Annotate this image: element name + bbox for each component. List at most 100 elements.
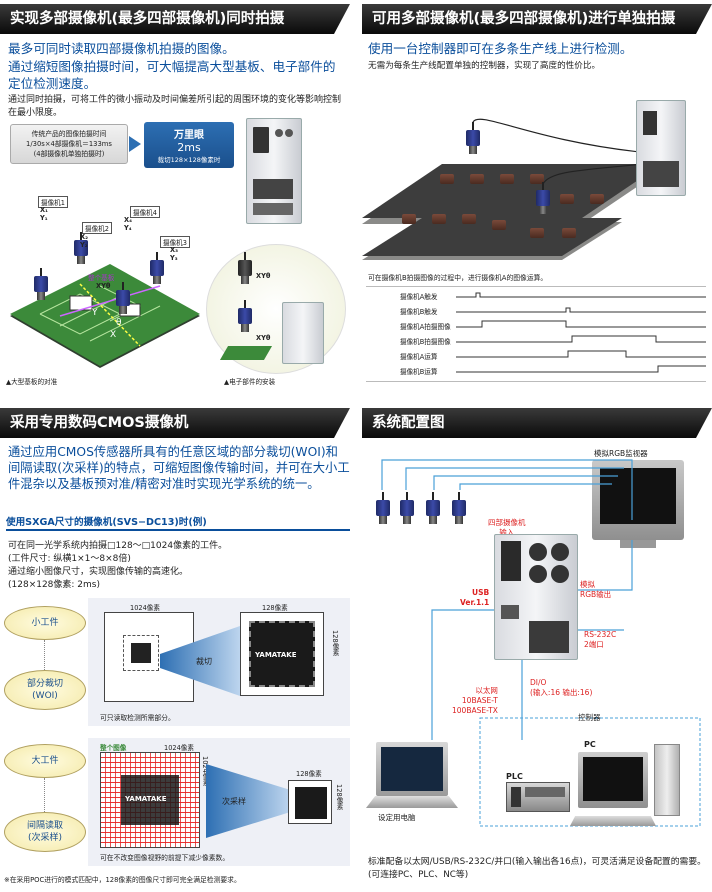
oval-crop-woi: 部分裁切 (WOI)	[4, 670, 86, 710]
line-controller-icon	[636, 100, 686, 196]
chip-text-whole: YAMATAKE	[125, 795, 167, 803]
sec3-body1: 可在同一光学系统内拍摄□128～□1024像素的工件。	[8, 541, 228, 551]
legacy-time-line3: (4部摄像机单独拍摄时)	[33, 150, 105, 158]
monitor-icon	[592, 460, 684, 540]
line-camera-a-icon	[466, 122, 480, 154]
dio-label: DI/O(输入:16 输出:16)	[530, 678, 592, 698]
mount-controller-icon	[282, 302, 324, 364]
sec1-lead2: 通过缩短图像拍摄时间，可大幅提高大型基板、电子部件的定位检测速度。	[8, 59, 336, 91]
fast-time-brand: 万里眼	[174, 130, 204, 141]
section-header-cmos: 采用专用数码CMOS摄像机	[0, 408, 350, 438]
whole-board-label: 整个基板	[88, 274, 115, 282]
oval-crop-line2: (WOI)	[32, 691, 58, 701]
crop-128-vertical: 128像素	[331, 630, 339, 656]
mount-board-icon	[219, 346, 273, 360]
controller-label: 控制器	[578, 713, 601, 722]
coord-xytheta-board: XYθ	[96, 282, 111, 290]
sec1-lead1: 最多可同时读取四部摄像机拍摄的图像。	[8, 41, 235, 56]
down-arrow-icon	[44, 778, 45, 812]
section-header-system: 系统配置图	[362, 408, 712, 438]
timing-label-b-compute: 摄像机B运算	[400, 368, 438, 376]
camera-1-icon	[34, 268, 48, 300]
system-controller-icon	[494, 534, 578, 660]
axis-y-label: Y	[92, 308, 98, 318]
sub-128-vertical: 128像素	[335, 784, 343, 810]
camera-4-icon	[116, 282, 130, 314]
coord-xytheta-bottom: XYθ	[256, 334, 271, 342]
timing-label-a-trigger: 摄像机A触发	[400, 293, 438, 301]
workpiece-icon	[590, 194, 604, 204]
sys-camera-4-icon	[452, 492, 466, 524]
sub-128-label: 128像素	[296, 770, 322, 778]
plc-label: PLC	[506, 772, 523, 781]
conveyor-illustration	[362, 164, 662, 260]
eth-line3: 100BASE-TX	[452, 706, 498, 715]
rgb-line2: RGB输出	[580, 590, 612, 599]
oval-subsample: 间隔读取(次采样)	[4, 812, 86, 852]
subsampled-chip-image	[288, 780, 332, 824]
workpiece-icon	[560, 194, 574, 204]
legacy-time-line1: 传统产品的图像拍摄时间	[31, 130, 107, 138]
usb-line2: Ver.1.1	[460, 598, 490, 607]
eth-line1: 以太网	[475, 686, 498, 695]
timing-label-a-compute: 摄像机A运算	[400, 353, 438, 361]
camera-cables	[472, 118, 643, 185]
section-header-individual: 可用多部摄像机(最多四部摄像机)进行单独拍摄	[362, 4, 712, 34]
camera-2-icon	[74, 232, 88, 264]
cam-label-2: 摄像机2	[82, 222, 112, 234]
rgb-line1: 模拟	[580, 580, 595, 589]
workpiece-icon	[530, 174, 544, 184]
mount-camera-top-icon	[238, 252, 252, 284]
workpiece-icon	[432, 214, 446, 224]
sec3-subhead: 使用SXGA尺寸的摄像机(SVS−DC13)时(例)	[6, 514, 350, 531]
coord-x3: X₃	[170, 246, 178, 254]
sec3-body3: 通过缩小图像尺寸，实现图像传输的高速化。	[8, 567, 189, 577]
sec3-body4: (128×128像素: 2ms)	[8, 580, 100, 590]
sub-1024-vertical: 1024像素	[201, 756, 209, 786]
subsample-label: 次采样	[222, 797, 246, 806]
sys-camera-1-icon	[376, 492, 390, 524]
sec4-caption: 标准配备以太网/USB/RS-232C/并口(输入输出各16点)，可灵活满足设备…	[368, 857, 706, 880]
whole-image-label: 整个图像	[100, 744, 127, 752]
setup-pc-label: 设定用电脑	[378, 813, 416, 822]
oval-sub-line1: 间隔读取	[26, 821, 63, 831]
coord-x1: X₁	[40, 206, 48, 214]
workpiece-icon	[462, 214, 476, 224]
caption-component: ▲电子部件的安装	[224, 378, 276, 386]
monitor-stand	[620, 540, 656, 548]
full-frame-subsample: YAMATAKE	[100, 752, 200, 848]
sec2-lead: 使用一台控制器即可在多条生产线上进行检测。	[368, 41, 633, 56]
cam-label-1: 摄像机1	[38, 196, 68, 208]
oval-small-workpiece: 小工件	[4, 606, 86, 640]
workpiece-icon	[402, 214, 416, 224]
dio-line1: DI/O	[530, 678, 547, 687]
sec3-lead: 通过应用CMOS传感器所具有的任意区域的部分裁切(WOI)和间隔读取(次采样)的…	[8, 445, 350, 491]
timing-label-b-trigger: 摄像机B触发	[400, 308, 438, 316]
crop-128-label: 128像素	[262, 604, 288, 612]
mount-camera-bottom-icon	[238, 300, 252, 332]
workpiece-icon	[500, 174, 514, 184]
coord-x4: X₄	[124, 216, 132, 224]
timing-label-a-capture: 摄像机A拍摄图像	[400, 323, 451, 331]
workpiece-icon	[530, 228, 544, 238]
sec2-body: 无需为每条生产线配置单独的控制器，实现了高度的性价比。	[368, 61, 601, 71]
sys-camera-3-icon	[426, 492, 440, 524]
legacy-time-box: 传统产品的图像拍摄时间 1/30s×4部摄像机＝133ms (4部摄像机单独拍摄…	[10, 124, 128, 164]
camera-3-icon	[150, 252, 164, 284]
cam-label-4: 摄像机4	[130, 206, 160, 218]
laptop-icon	[376, 742, 448, 796]
eth-line2: 10BASE-T	[461, 696, 498, 705]
coord-y3: Y₃	[170, 254, 178, 262]
pc-keyboard-icon	[570, 816, 656, 826]
timing-chart: 摄像机A触发 摄像机B触发 摄像机A拍摄图像 摄像机B拍摄图像 摄像机A运算 摄…	[366, 286, 706, 382]
workpiece-icon	[470, 174, 484, 184]
line-camera-b-icon	[536, 182, 550, 214]
sec2-note: 可在摄像机B拍摄图像的过程中，进行摄像机A的图像运算。	[368, 274, 548, 282]
fast-time-value: 2ms	[177, 141, 201, 154]
laptop-keyboard	[366, 796, 458, 808]
sys-camera-2-icon	[400, 492, 414, 524]
oval-crop-line1: 部分裁切	[26, 679, 63, 689]
coord-y4: Y₄	[124, 224, 132, 232]
